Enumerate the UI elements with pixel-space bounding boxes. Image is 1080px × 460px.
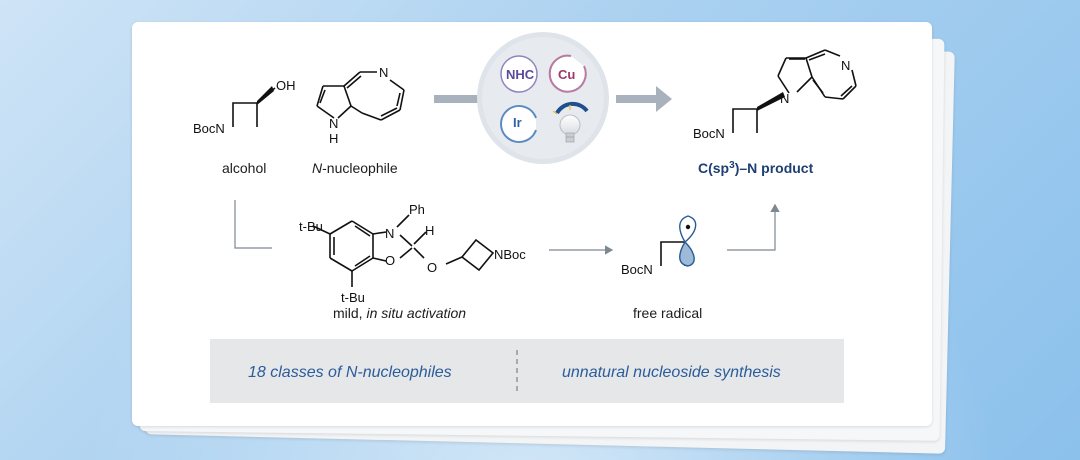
ir-catalyst-label: Ir <box>513 115 522 130</box>
activated-intermediate-structure: t-Bu t-Bu N O Ph H O NBoc <box>299 202 526 305</box>
phenyl-label: Ph <box>409 202 425 217</box>
product-bocn-atom: BocN <box>693 126 725 141</box>
intermediate-o-ring-atom: O <box>385 253 395 268</box>
light-bulb-icon <box>552 105 581 143</box>
product-n-atom: N <box>780 91 789 106</box>
tbu-bottom-label: t-Bu <box>341 290 365 305</box>
pyrrole-n-atom: N <box>329 116 338 131</box>
hydroxyl-atom: OH <box>276 78 296 93</box>
intermediate-o-bridge-atom: O <box>427 260 437 275</box>
tbu-top-label: t-Bu <box>299 219 323 234</box>
radical-electron-dot <box>685 224 691 230</box>
banner-left-text: 18 classes of N-nucleophiles <box>248 364 452 381</box>
catalyst-circle: NHC Cu Ir <box>477 32 609 164</box>
nhc-catalyst-label: NHC <box>506 67 535 82</box>
free-radical-label: free radical <box>633 305 702 321</box>
pyridine-n-atom: N <box>379 65 388 80</box>
product-structure: N N BocN <box>693 49 857 141</box>
nucleophile-structure: N N H <box>316 65 405 146</box>
product-pyridine-n-atom: N <box>841 58 850 73</box>
product-label: C(sp3)–N product <box>698 160 814 176</box>
cu-catalyst-label: Cu <box>558 67 575 82</box>
bocn-atom: BocN <box>193 121 225 136</box>
intermediate-n-atom: N <box>385 226 394 241</box>
pyrrole-h-atom: H <box>329 131 338 146</box>
main-reaction-arrow <box>434 86 672 112</box>
pathway-connectors <box>234 200 780 255</box>
activation-label: mild, in situ activation <box>333 305 466 321</box>
alcohol-label: alcohol <box>222 160 266 176</box>
intermediate-h-atom: H <box>425 223 434 238</box>
nucleophile-label: N-nucleophile <box>312 160 398 176</box>
banner-right-text: unnatural nucleoside synthesis <box>562 364 781 381</box>
alcohol-structure: OH BocN <box>193 78 296 136</box>
feature-banner: 18 classes of N-nucleophiles unnatural n… <box>210 339 844 403</box>
free-radical-structure: BocN <box>621 215 697 277</box>
radical-bocn-atom: BocN <box>621 262 653 277</box>
intermediate-nboc-label: NBoc <box>494 247 526 262</box>
cycle-arc-icon <box>555 101 589 115</box>
